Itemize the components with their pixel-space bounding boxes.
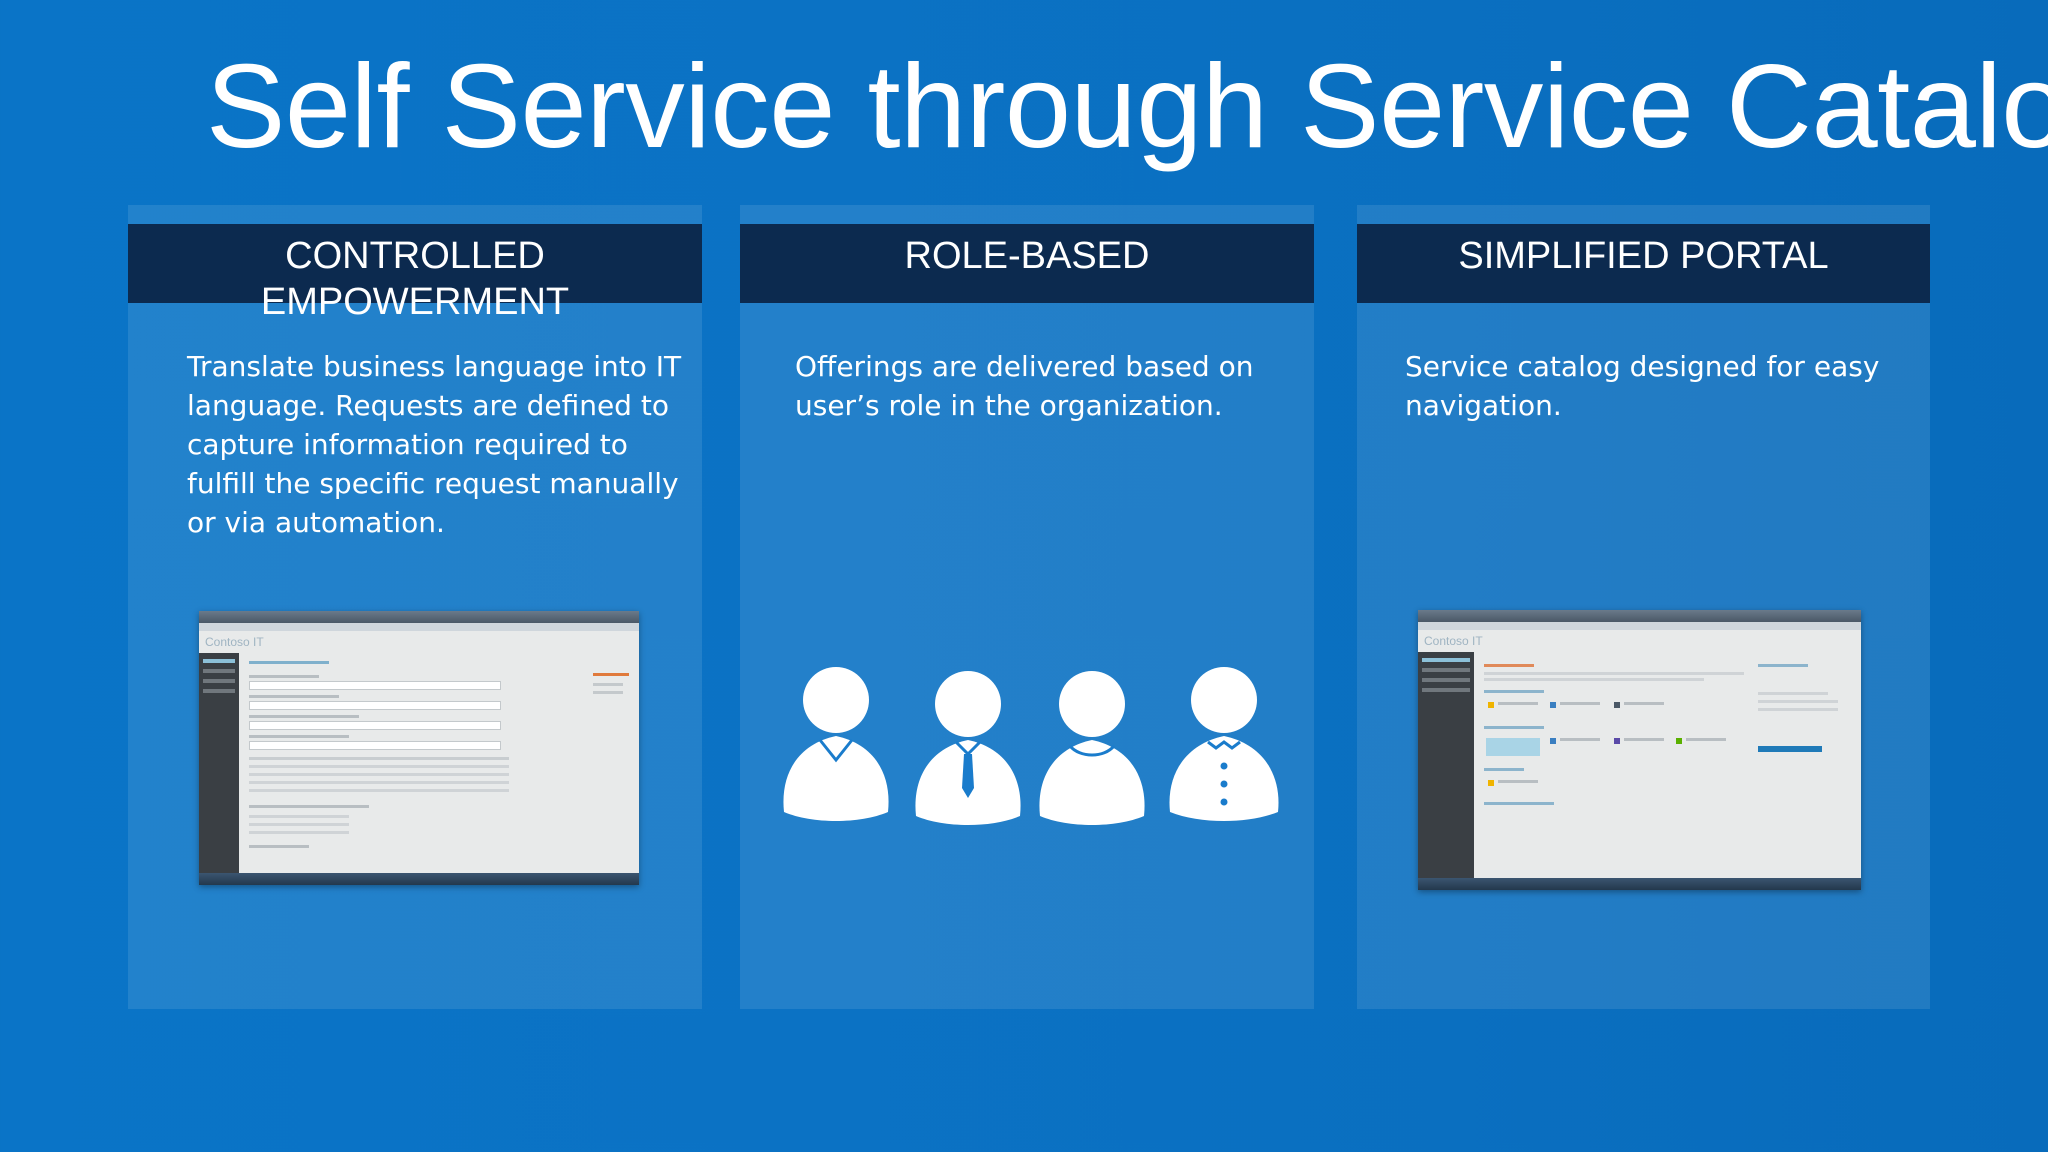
body-line: fulfill the specific request manually — [187, 467, 679, 500]
screenshot-titlebar — [199, 611, 639, 623]
portal-screenshot: Contoso IT — [1418, 610, 1861, 890]
person-plain-icon — [1039, 671, 1145, 825]
panel-role-based: ROLE-BASED Offerings are delivered based… — [740, 205, 1314, 1009]
body-line: or via automation. — [187, 506, 445, 539]
panel-simplified-portal: SIMPLIFIED PORTAL Service catalog design… — [1357, 205, 1930, 1009]
panel-header-title: ROLE-BASED — [740, 201, 1314, 279]
body-line: Offerings are delivered based on — [795, 350, 1254, 383]
screenshot-sidebar — [199, 653, 239, 873]
panel-header — [1357, 224, 1930, 303]
screenshot-addressbar — [199, 623, 639, 631]
screenshot-brand: Contoso IT — [205, 635, 264, 649]
panel-controlled-empowerment: CONTROLLED EMPOWERMENT Translate busines… — [128, 205, 702, 1009]
panel-header-line: ROLE-BASED — [904, 235, 1150, 277]
panel-header-line: EMPOWERMENT — [260, 281, 570, 323]
screenshot-titlebar — [1418, 610, 1861, 622]
slide-title: Self Service through Service Catalog — [206, 40, 2048, 173]
panel-body-text: Translate business language into IT lang… — [187, 347, 687, 542]
body-line: Service catalog designed for easy — [1405, 350, 1880, 383]
panel-header-title: CONTROLLED EMPOWERMENT — [128, 201, 702, 325]
person-buttons-icon — [1169, 667, 1279, 821]
panel-body-text: Offerings are delivered based on user’s … — [795, 347, 1295, 425]
screenshot-sidebar — [1418, 652, 1474, 878]
body-line: language. Requests are defined to — [187, 389, 669, 422]
screenshot-taskbar — [1418, 878, 1861, 890]
screenshot-brand: Contoso IT — [1424, 634, 1483, 648]
body-line: capture information required to — [187, 428, 628, 461]
users-roles-icon — [783, 667, 1279, 825]
screenshot-addressbar — [1418, 622, 1861, 630]
body-line: user’s role in the organization. — [795, 389, 1223, 422]
panel-header-line: CONTROLLED — [285, 235, 545, 277]
body-line: Translate business language into IT — [187, 350, 682, 383]
body-line: navigation. — [1405, 389, 1562, 422]
screenshot-portal-content — [1478, 652, 1861, 878]
screenshot-form — [243, 653, 639, 873]
panel-header — [740, 224, 1314, 303]
panel-header — [128, 224, 702, 303]
screenshot-taskbar — [199, 873, 639, 885]
panel-header-title: SIMPLIFIED PORTAL — [1357, 201, 1930, 279]
person-collar-icon — [783, 667, 889, 821]
person-tie-icon — [915, 671, 1021, 825]
panel-header-line: SIMPLIFIED PORTAL — [1458, 235, 1829, 277]
panel-body-text: Service catalog designed for easy naviga… — [1405, 347, 1905, 425]
request-form-screenshot: Contoso IT — [199, 611, 639, 885]
